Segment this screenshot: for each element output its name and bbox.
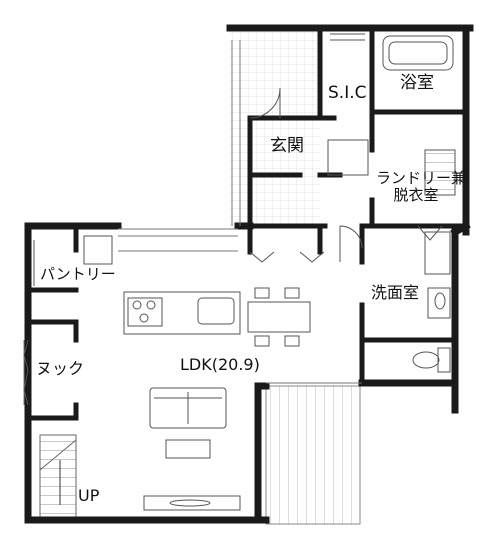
dining-table — [247, 301, 311, 333]
entrance-label: 玄関 — [270, 136, 304, 156]
stair-break-line — [39, 439, 77, 471]
coffee-table — [165, 439, 211, 459]
fixtures — [23, 33, 456, 511]
kitchen-island — [123, 291, 241, 335]
ldk-label: LDK(20.9) — [180, 355, 260, 374]
sic-label: S.I.C — [328, 83, 367, 103]
kitchen-sink — [197, 297, 235, 325]
interior-walls — [25, 25, 469, 421]
stairs — [39, 434, 77, 518]
tv-board — [143, 495, 241, 511]
sofa — [149, 387, 227, 429]
window-lines — [23, 40, 362, 405]
pantry-label: パントリー — [40, 265, 116, 283]
bath-label: 浴室 — [400, 73, 434, 93]
toilet-bowl — [412, 351, 440, 369]
exterior-walls — [24, 24, 474, 524]
nook-label: ヌック — [36, 359, 85, 378]
laundry-label-line1: ランドリー兼 — [376, 169, 467, 187]
stairs-up-label: UP — [78, 486, 100, 505]
wood-deck — [265, 385, 361, 525]
cooktop — [127, 297, 163, 327]
refrigerator — [83, 235, 113, 265]
washroom-label: 洗面室 — [371, 283, 420, 302]
toilet-tank — [437, 347, 451, 373]
door-swings — [249, 87, 443, 263]
laundry-label-line2: 脱衣室 — [393, 186, 439, 205]
laundry-label: ランドリー兼 脱衣室 — [376, 169, 467, 205]
porch-tile-area — [230, 32, 320, 227]
bathtub — [382, 35, 454, 71]
washbasin — [427, 287, 451, 319]
